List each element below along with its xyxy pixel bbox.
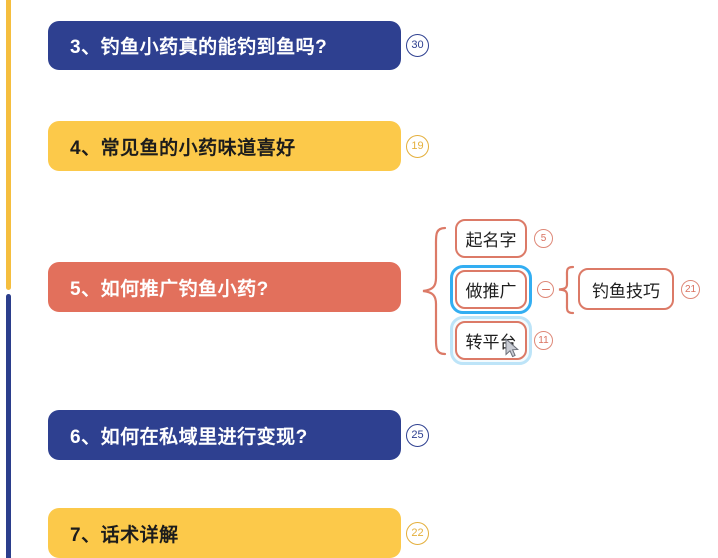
minus-icon: [541, 288, 550, 291]
subtopic-node-zuotuiguang[interactable]: 做推广: [455, 270, 527, 309]
leaf-node-diaoyujiqiao[interactable]: 钓鱼技巧: [578, 268, 674, 310]
topic-node-7-count-badge[interactable]: 22: [406, 522, 429, 545]
topic-node-4[interactable]: 4、常见鱼的小药味道喜好: [48, 121, 401, 171]
topic-node-6-label: 6、如何在私域里进行变现?: [70, 426, 308, 448]
subtopic-node-qimingzi-count-badge[interactable]: 5: [534, 229, 553, 248]
topic-node-6[interactable]: 6、如何在私域里进行变现?: [48, 410, 401, 460]
topic-node-4-label: 4、常见鱼的小药味道喜好: [70, 137, 296, 159]
brace-connector-topic5: [421, 226, 447, 356]
leaf-node-diaoyujiqiao-label: 钓鱼技巧: [592, 281, 660, 301]
subtopic-node-qimingzi-label: 起名字: [465, 231, 517, 250]
branch-spine-lower: [6, 294, 11, 558]
branch-spine-upper: [6, 0, 11, 290]
topic-node-7[interactable]: 7、话术详解: [48, 508, 401, 558]
topic-node-7-label: 7、话术详解: [70, 524, 179, 546]
topic-node-3-label: 3、钓鱼小药真的能钓到鱼吗?: [70, 37, 328, 58]
subtopic-node-zhuanpingtai-count-badge[interactable]: 11: [534, 331, 553, 350]
subtopic-node-zuotuiguang-label: 做推广: [465, 282, 517, 301]
subtopic-node-zuotuiguang-selection-ring: [450, 265, 532, 314]
brace-connector-zuotuiguang: [557, 265, 575, 315]
topic-node-5-label: 5、如何推广钓鱼小药?: [70, 278, 269, 300]
topic-node-4-count-badge[interactable]: 19: [406, 135, 429, 158]
leaf-node-diaoyujiqiao-count-badge[interactable]: 21: [681, 280, 700, 299]
topic-node-3[interactable]: 3、钓鱼小药真的能钓到鱼吗?: [48, 21, 401, 70]
collapse-toggle-zuotuiguang[interactable]: [537, 281, 554, 298]
subtopic-node-zhuanpingtai[interactable]: 转平台: [455, 321, 527, 360]
topic-node-6-count-badge[interactable]: 25: [406, 424, 429, 447]
subtopic-node-qimingzi[interactable]: 起名字: [455, 219, 527, 258]
subtopic-node-zhuanpingtai-label: 转平台: [465, 333, 517, 352]
topic-node-3-count-badge[interactable]: 30: [406, 34, 429, 57]
topic-node-5[interactable]: 5、如何推广钓鱼小药?: [48, 262, 401, 312]
